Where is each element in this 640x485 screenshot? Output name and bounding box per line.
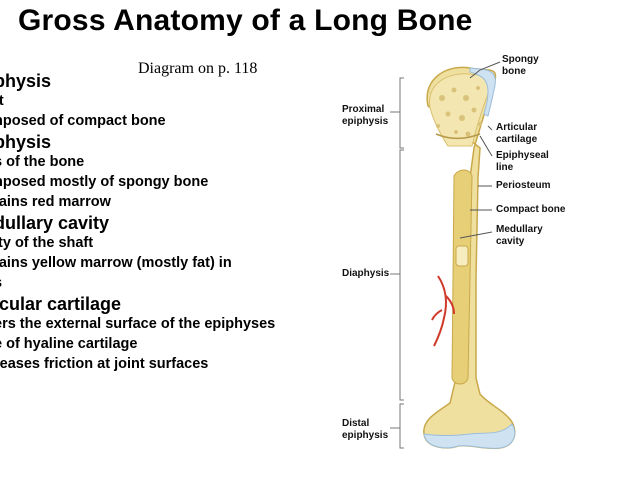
outline-item: reases friction at joint surfaces	[0, 354, 324, 374]
outline-item: s of the bone	[0, 152, 324, 172]
distal-bracket	[400, 404, 404, 448]
outline-item: ity of the shaft	[0, 233, 324, 253]
label-distal-epiphysis: Distal epiphysis	[342, 418, 388, 442]
label-articular-cartilage: Articular cartilage	[496, 122, 537, 146]
outline-heading: dullary cavity	[0, 213, 324, 233]
medullary-cavity	[452, 170, 472, 384]
proximal-bracket	[400, 78, 404, 148]
outline-item: ers the external surface of the epiphyse…	[0, 314, 324, 334]
outline-heading: physis	[0, 132, 324, 152]
label-medullary-cavity: Medullary cavity	[496, 224, 543, 248]
diaphysis-bracket	[400, 150, 404, 400]
outline-heading: icular cartilage	[0, 294, 324, 314]
outline-item: nposed mostly of spongy bone	[0, 172, 324, 192]
label-spongy-bone: Spongy bone	[502, 54, 539, 78]
outline-item: ft	[0, 91, 324, 111]
outline-text: physis ft nposed of compact bone physis …	[0, 70, 324, 374]
page-title: Gross Anatomy of a Long Bone	[18, 4, 473, 38]
outline-item: nposed of compact bone	[0, 111, 324, 131]
region-brackets	[390, 78, 404, 448]
label-diaphysis: Diaphysis	[342, 268, 389, 280]
outline-heading: physis	[0, 71, 324, 91]
label-proximal-epiphysis: Proximal epiphysis	[342, 104, 388, 128]
outline-item: tains red marrow	[0, 192, 324, 212]
outline-item: tains yellow marrow (mostly fat) in	[0, 253, 324, 273]
outline-item: e of hyaline cartilage	[0, 334, 324, 354]
label-periosteum: Periosteum	[496, 180, 550, 192]
label-epiphyseal-line: Epiphyseal line	[496, 150, 549, 174]
nutrient-vessel	[432, 276, 454, 346]
label-compact-bone: Compact bone	[496, 204, 565, 216]
long-bone-diagram: Proximal epiphysis Diaphysis Distal epip…	[330, 48, 640, 480]
outline-item: s	[0, 273, 324, 293]
marrow-cutaway	[456, 246, 468, 266]
